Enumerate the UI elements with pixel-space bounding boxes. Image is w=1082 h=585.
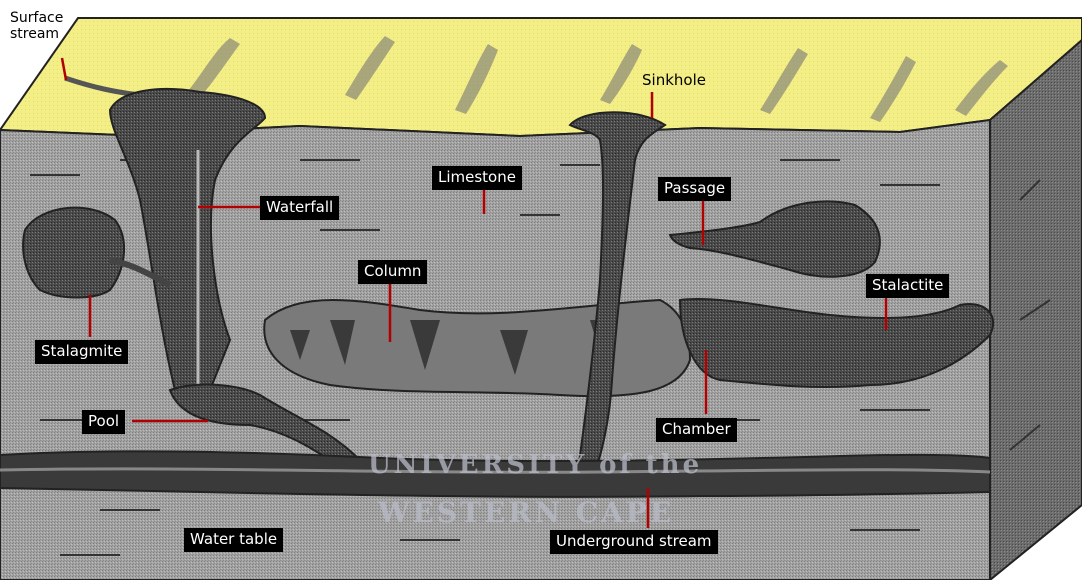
label-stalactite: Stalactite <box>866 274 949 298</box>
label-limestone: Limestone <box>432 166 522 190</box>
label-pool: Pool <box>82 410 125 434</box>
central-chamber <box>264 300 690 396</box>
label-water-table: Water table <box>184 528 283 552</box>
label-passage: Passage <box>658 177 731 201</box>
watermark-line1: UNIVERSITY of the <box>368 450 702 480</box>
label-underground-stream: Underground stream <box>550 530 718 554</box>
label-surface-stream: Surface stream <box>10 10 63 42</box>
label-chamber: Chamber <box>656 418 737 442</box>
label-sinkhole: Sinkhole <box>642 72 706 88</box>
stalagmite-chamber <box>23 208 124 298</box>
label-waterfall: Waterfall <box>260 196 339 220</box>
label-column: Column <box>358 260 427 284</box>
watermark-line2: WESTERN CAPE <box>378 496 674 529</box>
label-stalagmite: Stalagmite <box>35 340 128 364</box>
